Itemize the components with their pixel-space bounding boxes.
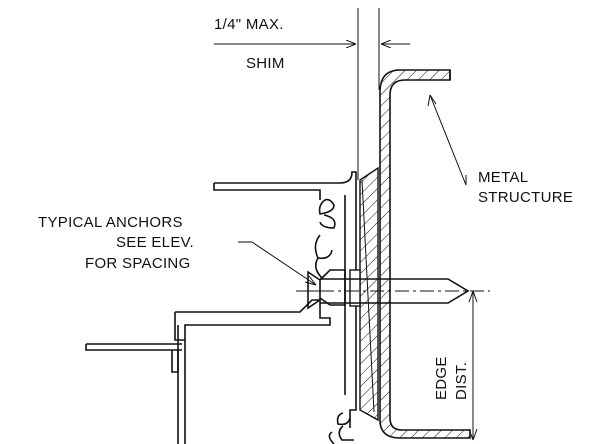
shim-max-label: 1/4" MAX. xyxy=(214,16,284,33)
anchors-leader xyxy=(238,241,317,286)
shim-label: SHIM xyxy=(246,55,285,72)
anchors-label-1: TYPICAL ANCHORS xyxy=(38,214,183,231)
shim-dimension: 1/4" MAX. SHIM xyxy=(214,8,410,180)
anchors-callout: TYPICAL ANCHORS SEE ELEV. FOR SPACING xyxy=(38,214,317,286)
edge-distance-dimension: EDGE DIST. xyxy=(433,290,478,441)
metal-label-1: METAL xyxy=(478,169,528,186)
anchor-screw xyxy=(296,269,490,310)
shim-wedge xyxy=(359,166,379,422)
metal-structure-leader xyxy=(429,94,467,186)
edge-label-1: EDGE xyxy=(433,356,450,400)
metal-structure: METAL STRUCTURE xyxy=(379,69,573,439)
anchors-label-3: FOR SPACING xyxy=(85,255,191,272)
anchors-label-2: SEE ELEV. xyxy=(116,234,194,251)
metal-label-2: STRUCTURE xyxy=(478,189,573,206)
frame-profile xyxy=(85,171,357,444)
edge-label-2: DIST. xyxy=(453,362,470,400)
